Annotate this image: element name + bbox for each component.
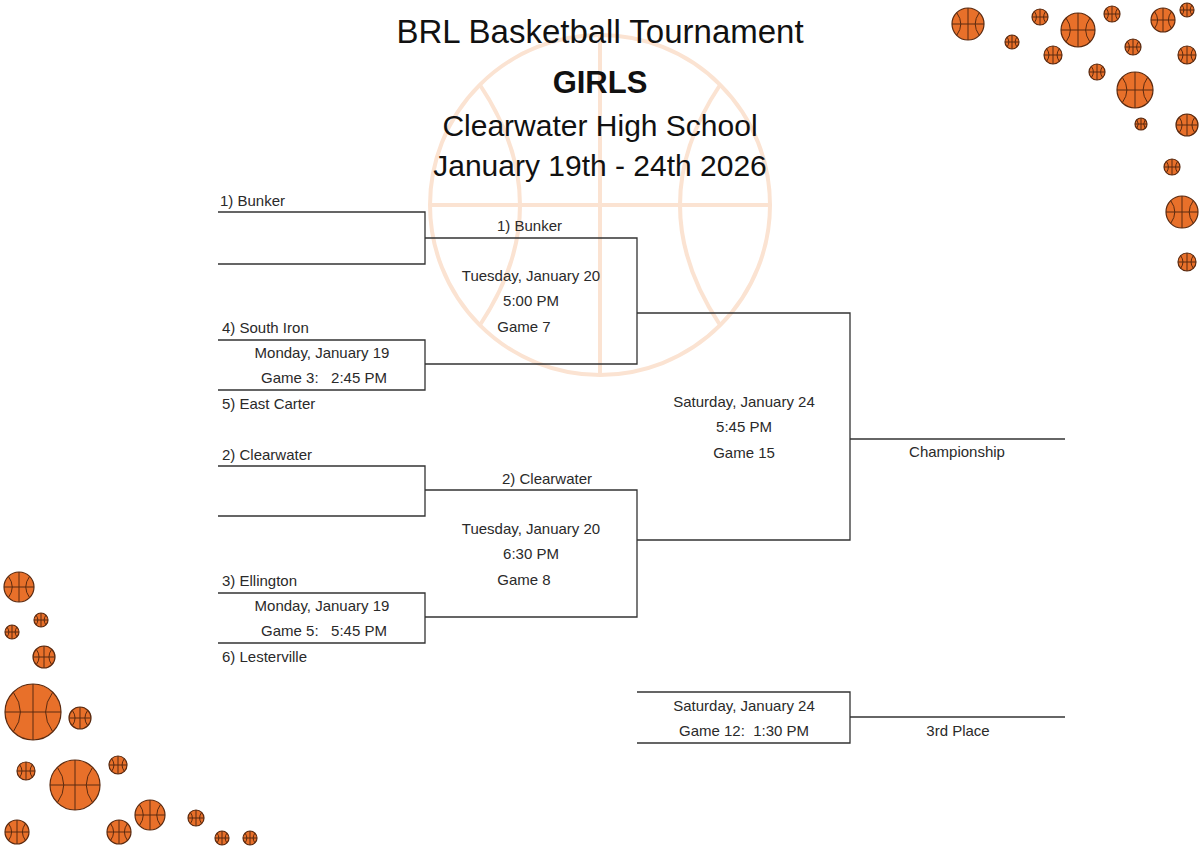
bracket-label: Game 8 <box>497 571 550 589</box>
bracket-label: 6) Lesterville <box>222 648 307 666</box>
bracket-label: Saturday, January 24 <box>673 697 814 715</box>
basketball <box>1032 9 1048 25</box>
bracket-label: Saturday, January 24 <box>673 393 814 411</box>
basketball <box>1178 253 1196 271</box>
basketball <box>952 8 984 40</box>
bracket-label: Tuesday, January 20 <box>462 267 600 285</box>
basketball <box>1117 72 1153 108</box>
basketball <box>5 820 29 844</box>
bracket-label: Monday, January 19 <box>255 597 390 615</box>
basketball <box>1176 114 1198 136</box>
bracket-label: Game 15 <box>713 444 775 462</box>
bracket-label: Game 7 <box>497 318 550 336</box>
basketball <box>50 760 100 810</box>
watermark-ball <box>430 35 770 375</box>
dates: January 19th - 24th 2026 <box>433 148 767 184</box>
bracket-label: 6:30 PM <box>503 545 559 563</box>
basketball <box>1178 46 1196 64</box>
basketball <box>17 762 35 780</box>
bracket-label: 3) Ellington <box>222 572 297 590</box>
bracket-label: Game 5: 5:45 PM <box>261 622 387 640</box>
basketball <box>4 572 34 602</box>
basketball <box>1125 39 1141 55</box>
basketball <box>243 831 257 845</box>
basketball <box>188 810 204 826</box>
basketball <box>1151 8 1175 32</box>
basketball <box>34 613 48 627</box>
venue: Clearwater High School <box>442 108 757 144</box>
basketball <box>5 625 19 639</box>
bracket-label: Tuesday, January 20 <box>462 520 600 538</box>
bracket-label: 4) South Iron <box>222 319 309 337</box>
basketball <box>5 684 61 740</box>
basketball <box>1089 64 1105 80</box>
basketball <box>33 646 55 668</box>
basketball <box>109 756 127 774</box>
bracket-label: 5:45 PM <box>716 418 772 436</box>
basketball <box>1180 3 1194 17</box>
basketball <box>107 820 131 844</box>
subtitle: GIRLS <box>553 64 648 101</box>
bracket-lines <box>218 212 1065 743</box>
basketball <box>1061 13 1095 47</box>
bracket-label: Championship <box>909 443 1005 461</box>
bracket-label: 2) Clearwater <box>502 470 592 488</box>
bracket-label: 5:00 PM <box>503 292 559 310</box>
bracket-label: Game 3: 2:45 PM <box>261 369 387 387</box>
basketball-decorations <box>4 3 1198 845</box>
basketball <box>69 707 91 729</box>
bracket-label: 1) Bunker <box>220 192 285 210</box>
basketball <box>215 831 229 845</box>
bracket-label: 2) Clearwater <box>222 446 312 464</box>
bracket-label: 5) East Carter <box>222 395 315 413</box>
basketball <box>1005 35 1019 49</box>
bracket-label: Monday, January 19 <box>255 344 390 362</box>
bracket-label: 3rd Place <box>926 722 989 740</box>
basketball <box>1166 196 1198 228</box>
basketball <box>135 800 165 830</box>
bracket-label: 1) Bunker <box>497 217 562 235</box>
title: BRL Basketball Tournament <box>396 12 803 52</box>
basketball <box>1135 118 1147 130</box>
bracket-label: Game 12: 1:30 PM <box>679 722 809 740</box>
basketball <box>1044 46 1062 64</box>
basketball <box>1104 6 1120 22</box>
basketball <box>1164 159 1180 175</box>
